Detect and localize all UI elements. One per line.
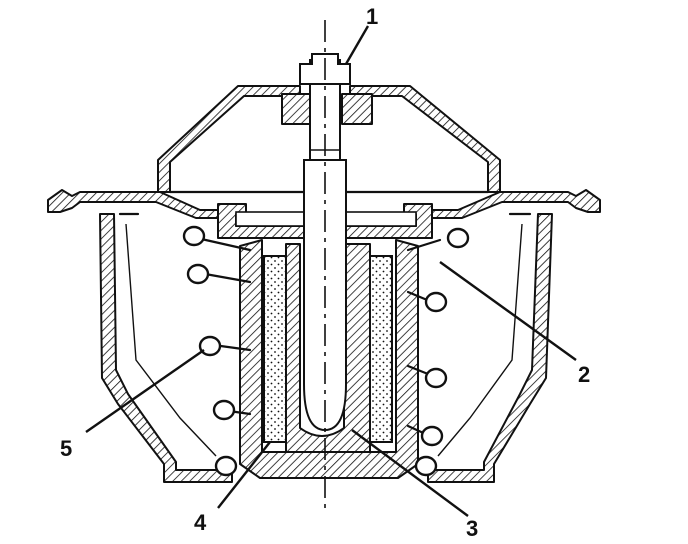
- leader-5: [85, 349, 205, 433]
- leader-1: [344, 25, 370, 65]
- leader-3: [351, 429, 469, 517]
- piston: [299, 20, 351, 510]
- spring: [182, 225, 470, 477]
- leader-2: [439, 261, 577, 361]
- wax-cup: [239, 239, 419, 479]
- callout-4: 4: [194, 510, 207, 535]
- callout-3: 3: [466, 516, 478, 541]
- callout-5: 5: [60, 436, 72, 461]
- callout-1: 1: [366, 4, 378, 29]
- upper-bridge: [157, 85, 501, 194]
- leader-lines: [85, 25, 577, 517]
- inner-cage: [118, 212, 532, 457]
- callout-2: 2: [578, 362, 590, 387]
- leader-4: [217, 441, 271, 509]
